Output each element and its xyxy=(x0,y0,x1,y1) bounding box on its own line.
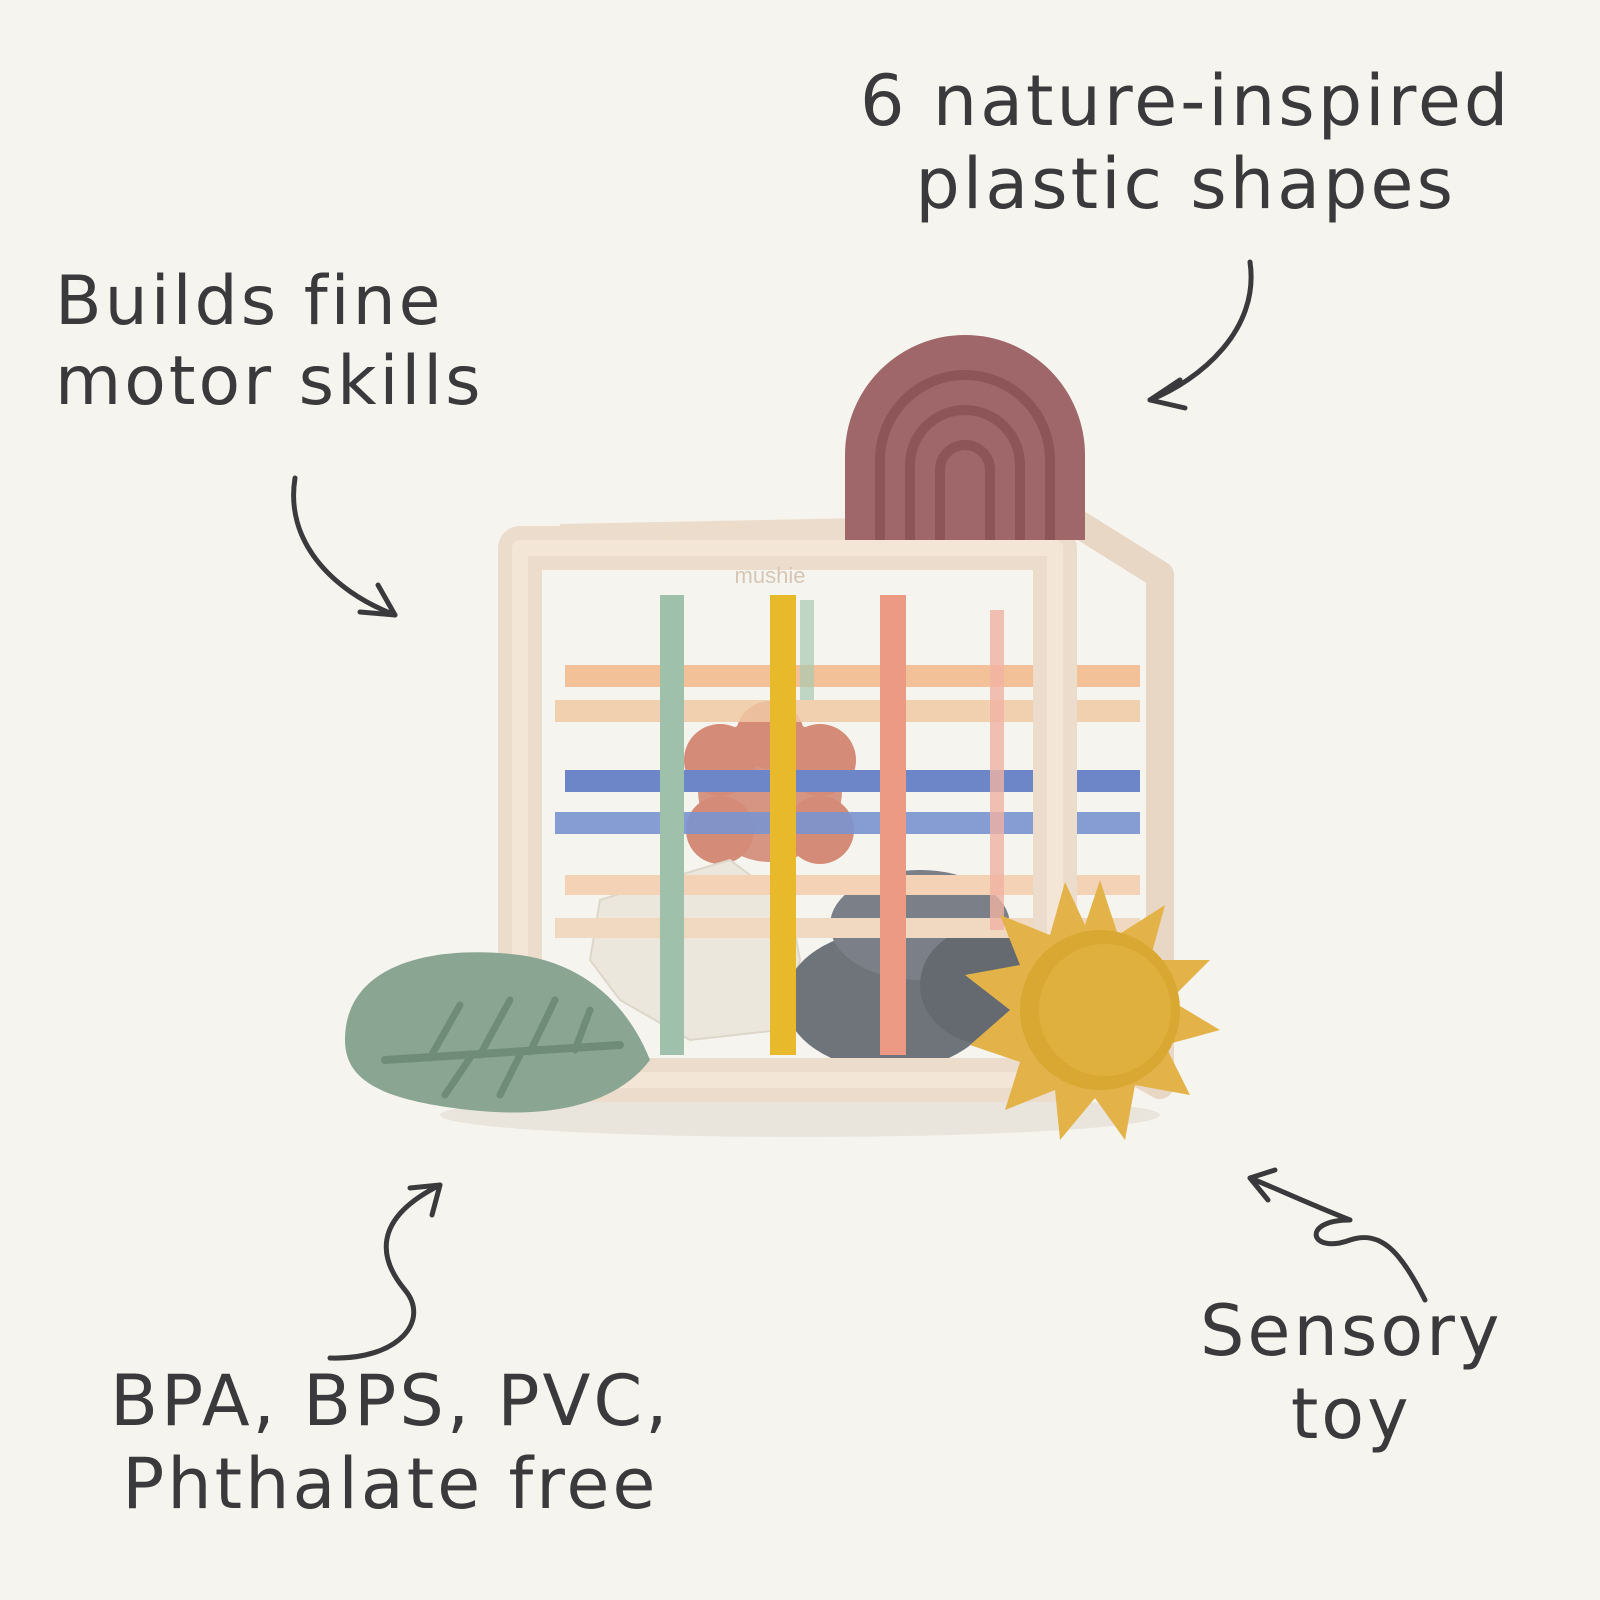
callout-line: 6 nature-inspired xyxy=(860,60,1512,142)
vertical-bands xyxy=(660,595,1004,1055)
callout-line: plastic shapes xyxy=(915,142,1456,225)
arrow-motor-icon xyxy=(291,475,398,618)
callout-nature-shapes: 6 nature-inspired plastic shapes xyxy=(860,60,1511,225)
callout-line: Sensory xyxy=(1200,1290,1503,1372)
arrow-bpa-icon xyxy=(327,1182,443,1361)
callout-line: BPA, BPS, PVC, xyxy=(110,1360,671,1442)
callout-line: Builds fine xyxy=(55,262,444,341)
leaf-shape xyxy=(345,952,650,1113)
callout-bpa-free: BPA, BPS, PVC, Phthalate free xyxy=(110,1360,671,1525)
arrow-shapes-icon xyxy=(1147,259,1254,411)
callout-line: toy xyxy=(1290,1372,1412,1455)
ground-shadow xyxy=(440,1093,1160,1137)
callout-line: Phthalate free xyxy=(122,1442,659,1525)
callout-sensory-toy: Sensory toy xyxy=(1200,1290,1502,1455)
brand-embossed: mushie xyxy=(735,563,806,588)
sun-shape xyxy=(965,880,1220,1140)
callout-line: motor skills xyxy=(55,342,484,422)
rainbow-shape xyxy=(845,335,1085,540)
callout-motor-skills: Builds fine motor skills xyxy=(55,262,484,422)
arrow-sensory-icon xyxy=(1247,1167,1428,1303)
